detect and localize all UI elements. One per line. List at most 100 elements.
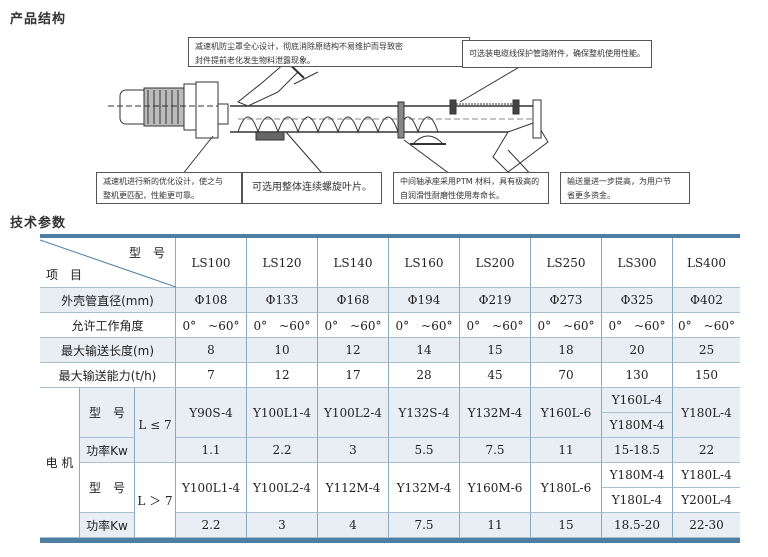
row-value: 0° ~60° bbox=[389, 313, 460, 338]
row-value: Φ273 bbox=[531, 288, 602, 313]
row-value: Φ219 bbox=[460, 288, 531, 313]
motor-type: Y100L1-4 bbox=[176, 463, 247, 513]
motor-type: Y100L2-4 bbox=[318, 388, 389, 438]
callout-text: 输送量进一步提高，为用户节 bbox=[567, 177, 671, 186]
motor-power: 22-30 bbox=[673, 513, 740, 538]
row-value: 0° ~60° bbox=[460, 313, 531, 338]
row-value: 0° ~60° bbox=[673, 313, 740, 338]
callout-text: 减速机防尘罩全心设计，彻底消除原结构不易维护而导致密 bbox=[195, 42, 403, 51]
motor-type: Y180M-4 bbox=[602, 413, 673, 438]
motor-type: Y180L-4 bbox=[673, 463, 740, 488]
row-value: Φ194 bbox=[389, 288, 460, 313]
row-value: 130 bbox=[602, 363, 673, 388]
motor-power: 3 bbox=[247, 513, 318, 538]
row-value: 0° ~60° bbox=[531, 313, 602, 338]
motor-type: Y132M-4 bbox=[460, 388, 531, 438]
motor-power: 4 bbox=[318, 513, 389, 538]
motor-type: Y132S-4 bbox=[389, 388, 460, 438]
section-title-params: 技术参数 bbox=[10, 216, 67, 231]
row-value: 12 bbox=[318, 338, 389, 363]
header-model-5: LS250 bbox=[531, 238, 602, 288]
motor-type: Y160L-4 bbox=[602, 388, 673, 413]
motor-power: 18.5-20 bbox=[602, 513, 673, 538]
motor-power-label: 功率Kw bbox=[80, 513, 135, 538]
motor-type-label: 型 号 bbox=[80, 463, 135, 513]
row-value: 14 bbox=[389, 338, 460, 363]
row-value: 0° ~60° bbox=[318, 313, 389, 338]
header-model-7: LS400 bbox=[673, 238, 740, 288]
row-label: 最大输送长度(m) bbox=[40, 338, 176, 363]
motor-power: 15-18.5 bbox=[602, 438, 673, 463]
row-value: 28 bbox=[389, 363, 460, 388]
motor-type: Y180L-4 bbox=[602, 488, 673, 513]
row-value: 0° ~60° bbox=[602, 313, 673, 338]
row-value: Φ168 bbox=[318, 288, 389, 313]
diagonal-line-icon bbox=[40, 239, 176, 288]
motor-power: 11 bbox=[460, 513, 531, 538]
motor-condition: L ＞ 7 bbox=[135, 463, 176, 538]
motor-type: Y200L-4 bbox=[673, 488, 740, 513]
header-model-2: LS140 bbox=[318, 238, 389, 288]
callout-capacity: 输送量进一步提高，为用户节 省更多资金。 bbox=[560, 172, 690, 204]
row-value: 10 bbox=[247, 338, 318, 363]
motor-type: Y90S-4 bbox=[176, 388, 247, 438]
callout-text: 封件提前老化发生物料泄露现象。 bbox=[195, 56, 315, 65]
motor-power: 22 bbox=[673, 438, 740, 463]
row-label: 外壳管直径(mm) bbox=[40, 288, 176, 313]
motor-type: Y132M-4 bbox=[389, 463, 460, 513]
motor-type: Y180M-4 bbox=[602, 463, 673, 488]
row-value: 7 bbox=[176, 363, 247, 388]
motor-type: Y180L-6 bbox=[531, 463, 602, 513]
callout-text: 整机更匹配，性能更可靠。 bbox=[103, 191, 199, 200]
row-label: 最大输送能力(t/h) bbox=[40, 363, 176, 388]
motor-power: 5.5 bbox=[389, 438, 460, 463]
table-bottom-bar bbox=[40, 538, 740, 543]
row-value: Φ325 bbox=[602, 288, 673, 313]
motor-power: 2.2 bbox=[176, 513, 247, 538]
callout-text: 省更多资金。 bbox=[567, 191, 615, 200]
callout-text: 减速机进行新的优化设计，使之与 bbox=[103, 177, 223, 186]
row-value: 150 bbox=[673, 363, 740, 388]
header-model-3: LS160 bbox=[389, 238, 460, 288]
row-label: 允许工作角度 bbox=[40, 313, 176, 338]
header-model-4: LS200 bbox=[460, 238, 531, 288]
callout-cable-protection: 可选装电缆线保护管路附件，确保整机使用性能。 bbox=[462, 40, 652, 68]
motor-power-label: 功率Kw bbox=[80, 438, 135, 463]
row-value: 17 bbox=[318, 363, 389, 388]
callout-integral-blade: 可选用整体连续螺旋叶片。 bbox=[242, 172, 382, 204]
row-value: 45 bbox=[460, 363, 531, 388]
row-value: 0° ~60° bbox=[176, 313, 247, 338]
callout-text: 中间轴承座采用PTM 材料，具有极高的 bbox=[400, 177, 540, 186]
callout-dust-cover: 减速机防尘罩全心设计，彻底消除原结构不易维护而导致密 封件提前老化发生物料泄露现… bbox=[188, 37, 470, 67]
row-value: 0° ~60° bbox=[247, 313, 318, 338]
header-item-label: 项 目 bbox=[46, 268, 83, 282]
motor-power: 1.1 bbox=[176, 438, 247, 463]
motor-type: Y100L1-4 bbox=[247, 388, 318, 438]
row-value: Φ402 bbox=[673, 288, 740, 313]
motor-type: Y112M-4 bbox=[318, 463, 389, 513]
motor-power: 2.2 bbox=[247, 438, 318, 463]
motor-type: Y180L-4 bbox=[673, 388, 740, 438]
motor-type: Y160L-6 bbox=[531, 388, 602, 438]
row-value: 15 bbox=[460, 338, 531, 363]
row-value: 12 bbox=[247, 363, 318, 388]
motor-power: 15 bbox=[531, 513, 602, 538]
header-model-1: LS120 bbox=[247, 238, 318, 288]
motor-label: 电 机 bbox=[40, 388, 80, 538]
header-model-0: LS100 bbox=[176, 238, 247, 288]
table-top-bar bbox=[40, 234, 740, 238]
callout-bearing-seat: 中间轴承座采用PTM 材料，具有极高的 自润滑性耐磨性使用寿命长。 bbox=[393, 172, 549, 204]
header-model-label: 型 号 bbox=[128, 246, 165, 260]
motor-power: 11 bbox=[531, 438, 602, 463]
callout-text: 可选用整体连续螺旋叶片。 bbox=[252, 182, 372, 193]
callout-reducer-design: 减速机进行新的优化设计，使之与 整机更匹配，性能更可靠。 bbox=[96, 172, 242, 204]
motor-type: Y160M-6 bbox=[460, 463, 531, 513]
header-diagonal-cell: 型 号 项 目 bbox=[40, 238, 176, 288]
callout-text: 自润滑性耐磨性使用寿命长。 bbox=[400, 191, 504, 200]
row-value: 18 bbox=[531, 338, 602, 363]
row-value: 25 bbox=[673, 338, 740, 363]
motor-type: Y100L2-4 bbox=[247, 463, 318, 513]
row-value: 70 bbox=[531, 363, 602, 388]
header-model-6: LS300 bbox=[602, 238, 673, 288]
row-value: 8 bbox=[176, 338, 247, 363]
